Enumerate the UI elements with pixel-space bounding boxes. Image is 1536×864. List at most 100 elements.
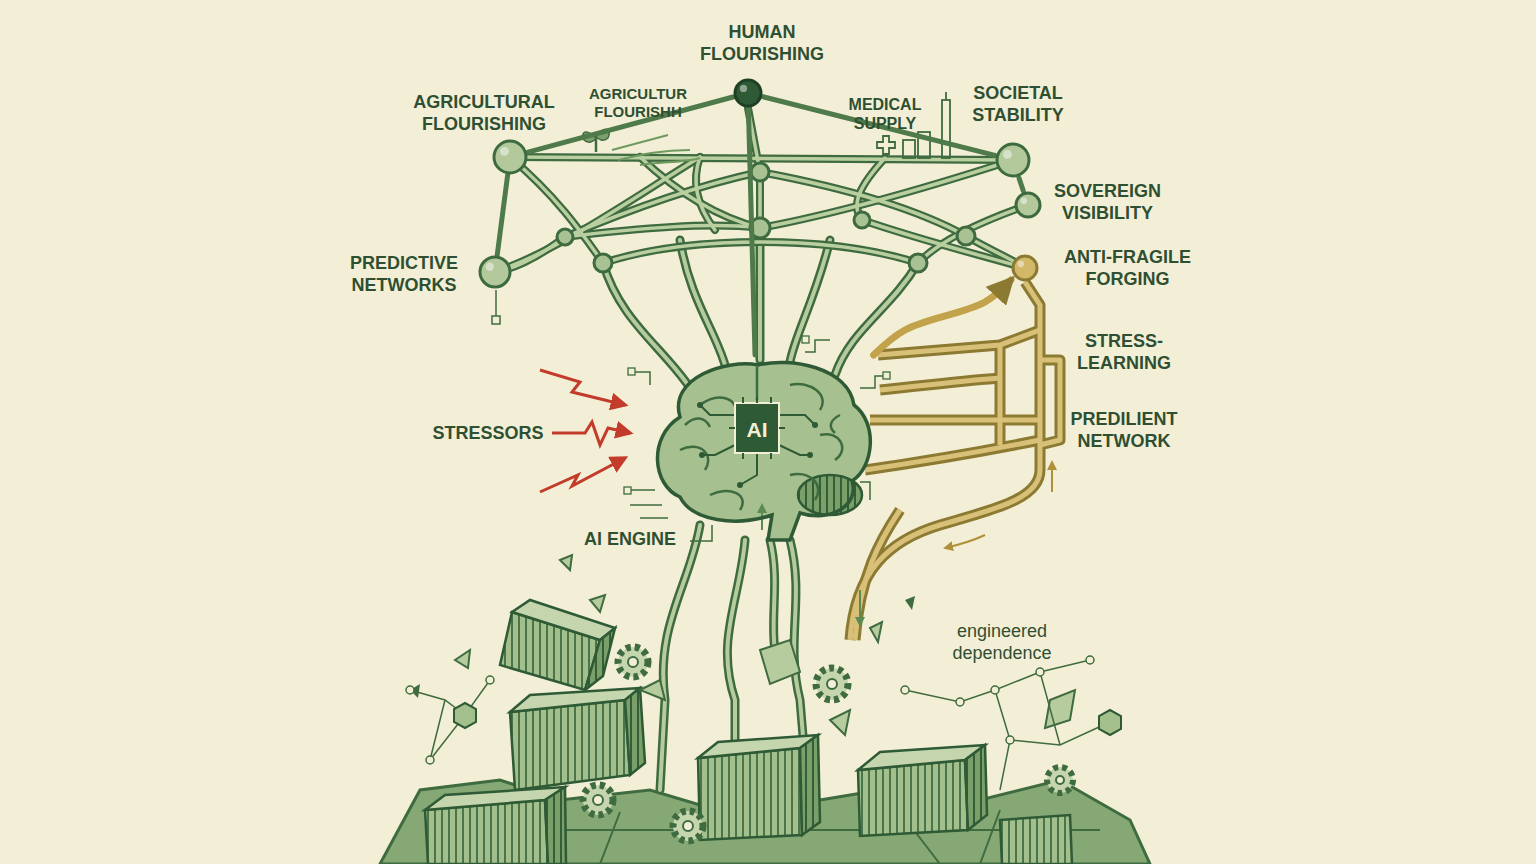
debris bbox=[870, 622, 882, 642]
annotation-label: engineered dependence bbox=[942, 621, 1062, 664]
node-highlight bbox=[1017, 260, 1024, 267]
gear bbox=[816, 668, 848, 700]
gold-outline bbox=[850, 282, 1060, 640]
node-highlight bbox=[1003, 150, 1012, 159]
circuit-pad bbox=[807, 452, 813, 458]
outcome-node: PREDICTIVE NETWORKS bbox=[478, 255, 512, 289]
lattice-joint bbox=[957, 227, 975, 245]
shipping-container bbox=[965, 745, 987, 830]
node-label: SOVEREIGN VISIBILITY bbox=[1040, 181, 1175, 224]
flow-arrow bbox=[945, 535, 985, 548]
gear bbox=[673, 811, 703, 841]
leader-line bbox=[630, 340, 886, 541]
lattice-outline bbox=[495, 108, 1028, 272]
shipping-container bbox=[800, 735, 820, 835]
stressor-bolt bbox=[552, 422, 630, 445]
cube bbox=[1099, 710, 1121, 735]
annotation-label: STRESS- LEARNING bbox=[1069, 331, 1179, 374]
gear bbox=[583, 785, 613, 815]
gear-hub bbox=[628, 657, 638, 667]
annotation-label: PREDILIENT NETWORK bbox=[1059, 409, 1189, 452]
debris bbox=[760, 640, 800, 684]
brain-fill bbox=[657, 362, 870, 540]
gear-hub bbox=[683, 821, 693, 831]
node-circle bbox=[494, 141, 526, 173]
outcome-node: SOCIETAL STABILITY bbox=[995, 142, 1031, 178]
network-line bbox=[410, 680, 490, 760]
leader-terminal bbox=[628, 368, 635, 375]
debris bbox=[905, 596, 915, 610]
pipe-connector bbox=[1019, 178, 1023, 191]
node-circle bbox=[733, 78, 763, 108]
pipe-connector bbox=[497, 175, 507, 255]
flow-arrow bbox=[1051, 462, 1053, 492]
network-dot bbox=[991, 686, 999, 694]
shipping-container bbox=[425, 787, 565, 810]
pipe-connector bbox=[748, 108, 755, 355]
leader-terminal bbox=[492, 316, 500, 324]
hub-node: HUMAN FLOURISHING bbox=[733, 78, 763, 108]
node-circle bbox=[1016, 193, 1040, 217]
node-circle bbox=[492, 139, 528, 175]
node-circle bbox=[1011, 254, 1039, 282]
node-circle bbox=[735, 80, 761, 106]
gold-node: ANTI-FRAGILE FORGING bbox=[1011, 254, 1039, 282]
debris bbox=[830, 710, 850, 735]
circuit-pad bbox=[737, 482, 743, 488]
tower-icon bbox=[942, 100, 950, 158]
shipping-container bbox=[858, 760, 968, 836]
stressor-bolt bbox=[540, 458, 625, 492]
cube bbox=[454, 703, 476, 728]
network-dot bbox=[486, 676, 494, 684]
node-circle bbox=[478, 255, 512, 289]
node-label: PREDICTIVE NETWORKS bbox=[334, 253, 474, 296]
network-dot bbox=[426, 756, 434, 764]
network-line bbox=[905, 660, 1110, 790]
field-lines bbox=[612, 135, 700, 165]
node-highlight bbox=[1020, 197, 1027, 204]
annotation-label: STRESSORS bbox=[428, 423, 548, 445]
medical-cross bbox=[877, 136, 895, 154]
network-dot bbox=[406, 686, 414, 694]
network-dot bbox=[901, 686, 909, 694]
brain-outline bbox=[657, 362, 870, 540]
network-dot bbox=[1006, 736, 1014, 744]
callout-label: AI ENGINE bbox=[570, 529, 690, 551]
outcome-node: SOVEREIGN VISIBILITY bbox=[1014, 191, 1042, 219]
network-dot bbox=[1086, 656, 1094, 664]
leader-terminal bbox=[624, 487, 631, 494]
debris bbox=[560, 555, 572, 570]
shipping-container bbox=[698, 748, 802, 840]
gear-hub bbox=[593, 795, 603, 805]
shipping-container bbox=[1000, 815, 1072, 864]
node-highlight bbox=[500, 147, 509, 156]
debris bbox=[640, 680, 665, 700]
lattice-joint bbox=[557, 229, 573, 245]
gold-pipe-connector bbox=[874, 280, 1011, 355]
ai-brain: AIAI ENGINE bbox=[640, 355, 875, 540]
network-dot bbox=[1036, 668, 1044, 676]
chip-pins bbox=[729, 397, 785, 459]
trunk-outline bbox=[603, 228, 918, 790]
stressor-bolt bbox=[540, 370, 625, 405]
node-highlight bbox=[740, 85, 747, 92]
node-label: AGRICULTURAL FLOURISHING bbox=[394, 92, 574, 135]
node-circle bbox=[1013, 256, 1037, 280]
tower-antenna bbox=[945, 92, 947, 100]
debris bbox=[590, 595, 605, 612]
gold-core bbox=[850, 282, 1060, 640]
gear-hub bbox=[827, 679, 837, 689]
node-highlight bbox=[486, 263, 494, 271]
node-circle bbox=[1014, 191, 1042, 219]
lattice-joint bbox=[751, 163, 769, 181]
circuit-pad bbox=[699, 452, 705, 458]
building-icon bbox=[903, 140, 915, 158]
shipping-container bbox=[510, 688, 640, 712]
outcome-node: AGRICULTURAL FLOURISHING bbox=[492, 139, 528, 175]
node-label: SOCIETAL STABILITY bbox=[948, 83, 1088, 126]
shipping-container bbox=[625, 688, 645, 775]
node-label: HUMAN FLOURISHING bbox=[682, 22, 842, 65]
lattice-joint bbox=[854, 212, 870, 228]
